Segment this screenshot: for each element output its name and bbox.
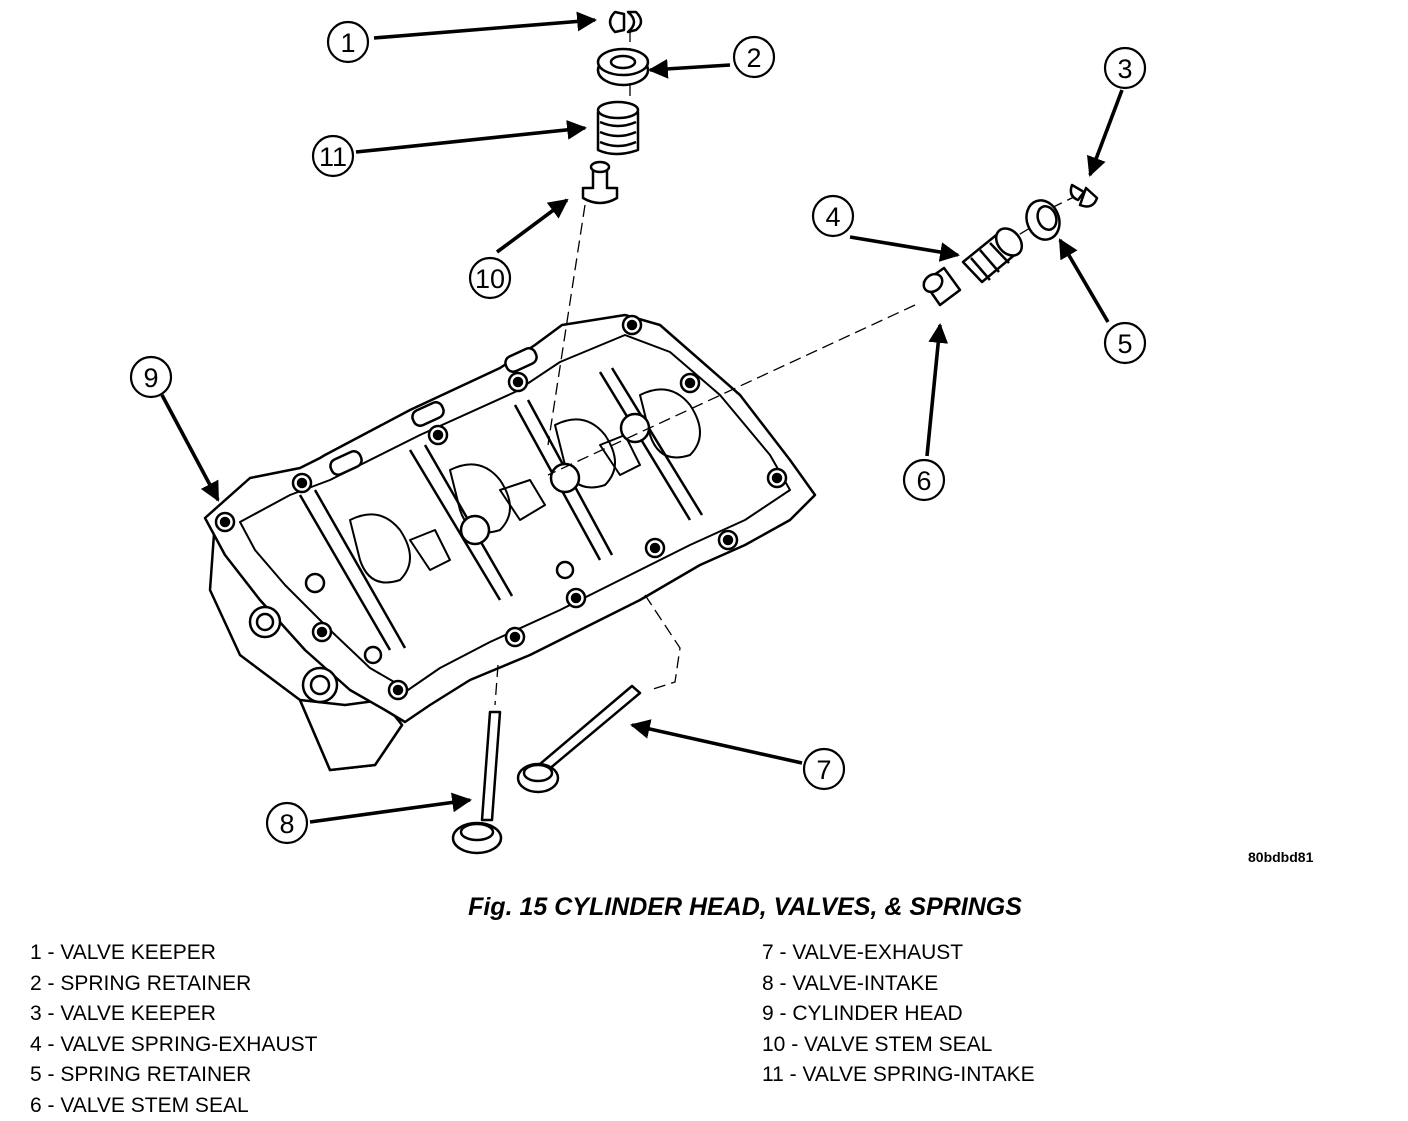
legend-item: 9 - CYLINDER HEAD xyxy=(762,999,1035,1030)
cylinder-head-drawing xyxy=(205,315,815,770)
legend-item: 11 - VALVE SPRING-INTAKE xyxy=(762,1060,1035,1091)
callout-10: 10 xyxy=(470,258,510,298)
legend-item: 6 - VALVE STEM SEAL xyxy=(30,1091,317,1121)
svg-text:11: 11 xyxy=(319,142,347,172)
legend-right-column: 7 - VALVE-EXHAUST 8 - VALVE-INTAKE 9 - C… xyxy=(762,938,1035,1091)
svg-text:5: 5 xyxy=(1117,329,1132,359)
svg-text:1: 1 xyxy=(340,28,355,58)
legend-item: 3 - VALVE KEEPER xyxy=(30,999,317,1030)
callout-6: 6 xyxy=(904,460,944,500)
valve-drawings xyxy=(453,686,640,853)
intake-valve-parts xyxy=(583,12,648,203)
svg-text:2: 2 xyxy=(746,43,761,73)
legend-item: 10 - VALVE STEM SEAL xyxy=(762,1030,1035,1061)
legend-item: 4 - VALVE SPRING-EXHAUST xyxy=(30,1030,317,1061)
svg-text:10: 10 xyxy=(475,264,505,294)
svg-text:6: 6 xyxy=(916,466,931,496)
callout-7: 7 xyxy=(804,749,844,789)
svg-text:3: 3 xyxy=(1117,54,1132,84)
exploded-diagram: 1 2 3 4 5 6 7 8 9 10 11 xyxy=(0,0,1408,880)
legend-item: 2 - SPRING RETAINER xyxy=(30,969,317,1000)
legend-item: 7 - VALVE-EXHAUST xyxy=(762,938,1035,969)
legend-item: 5 - SPRING RETAINER xyxy=(30,1060,317,1091)
callout-5: 5 xyxy=(1105,323,1145,363)
callout-8: 8 xyxy=(267,803,307,843)
svg-text:8: 8 xyxy=(279,809,294,839)
callout-3: 3 xyxy=(1105,48,1145,88)
svg-text:7: 7 xyxy=(816,755,831,785)
legend-item: 8 - VALVE-INTAKE xyxy=(762,969,1035,1000)
callout-9: 9 xyxy=(131,357,171,397)
callout-11: 11 xyxy=(313,136,353,176)
svg-text:9: 9 xyxy=(143,363,158,393)
figure-reference-code: 80bdbd81 xyxy=(1248,849,1313,865)
legend-item: 1 - VALVE KEEPER xyxy=(30,938,317,969)
exhaust-valve-parts xyxy=(920,185,1097,305)
callout-1: 1 xyxy=(328,22,368,62)
svg-text:4: 4 xyxy=(825,202,840,232)
callout-2: 2 xyxy=(734,37,774,77)
figure-caption: Fig. 15 CYLINDER HEAD, VALVES, & SPRINGS xyxy=(0,893,1408,922)
legend-left-column: 1 - VALVE KEEPER 2 - SPRING RETAINER 3 -… xyxy=(30,938,317,1121)
callout-4: 4 xyxy=(813,196,853,236)
